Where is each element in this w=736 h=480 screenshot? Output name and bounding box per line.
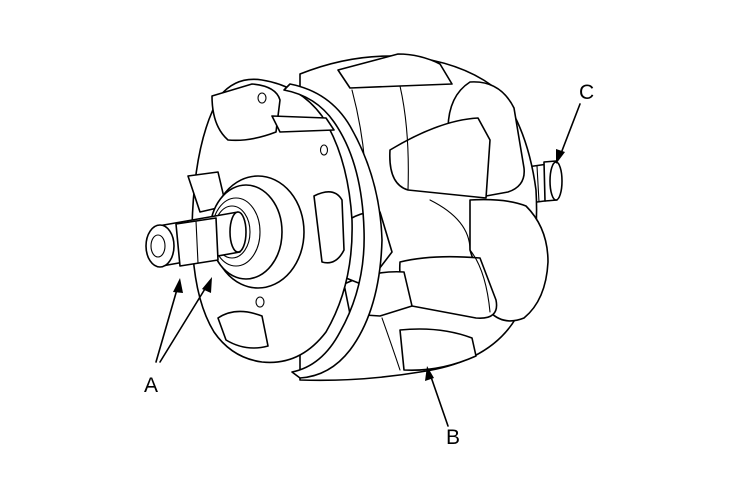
front-shaft [145,211,247,268]
callout-c: C [579,81,594,104]
leader-lines [155,103,581,427]
callout-a: A [144,374,158,397]
callout-b: B [446,426,460,449]
